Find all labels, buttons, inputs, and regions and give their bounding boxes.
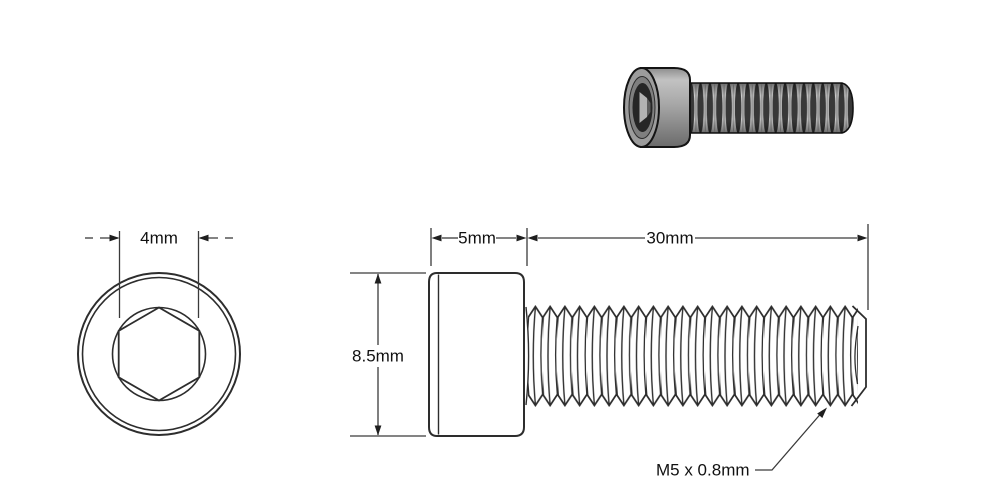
thread-end-runout (854, 325, 859, 385)
arrowhead (374, 273, 382, 284)
render-3d-socket-facet-light (639, 92, 647, 123)
dim-label-thread-length: 30mm (646, 229, 693, 248)
dim-head-diameter: 8.5mm (350, 272, 426, 437)
head-outer-circle (77, 272, 241, 436)
render-3d-thread (685, 82, 854, 134)
dim-socket-across-flats: 4mm (85, 229, 233, 318)
head-side-outline (428, 272, 525, 437)
leader-line (755, 410, 824, 471)
render-3d-head (623, 67, 691, 148)
thread-spec-callout: M5 x 0.8mm (656, 407, 827, 480)
head-chamfer-circle (81, 276, 237, 432)
dim-label-head-diameter: 8.5mm (352, 347, 404, 366)
render-3d-socket-facet-dark (647, 98, 651, 117)
dim-label-head-length: 5mm (458, 229, 496, 248)
hex-socket-outline (117, 306, 201, 402)
thread-spec-label: M5 x 0.8mm (656, 461, 750, 480)
render-3d-screw (623, 67, 854, 148)
dim-thread-length: 30mm (527, 224, 869, 310)
dim-head-length: 5mm (430, 228, 528, 266)
dim-label-socket: 4mm (140, 229, 178, 248)
socket-bore-circle (111, 306, 207, 402)
leader-arrowhead (817, 407, 827, 418)
side-view (428, 272, 867, 437)
arrowhead (374, 425, 382, 436)
arrowhead (516, 234, 527, 242)
thread-section (528, 305, 858, 407)
arrowhead (198, 234, 209, 242)
arrowhead (109, 234, 120, 242)
thread-end-chamfer (850, 305, 867, 407)
arrowhead (431, 234, 442, 242)
arrowhead (857, 234, 868, 242)
arrowhead (527, 234, 538, 242)
front-view (77, 272, 241, 436)
